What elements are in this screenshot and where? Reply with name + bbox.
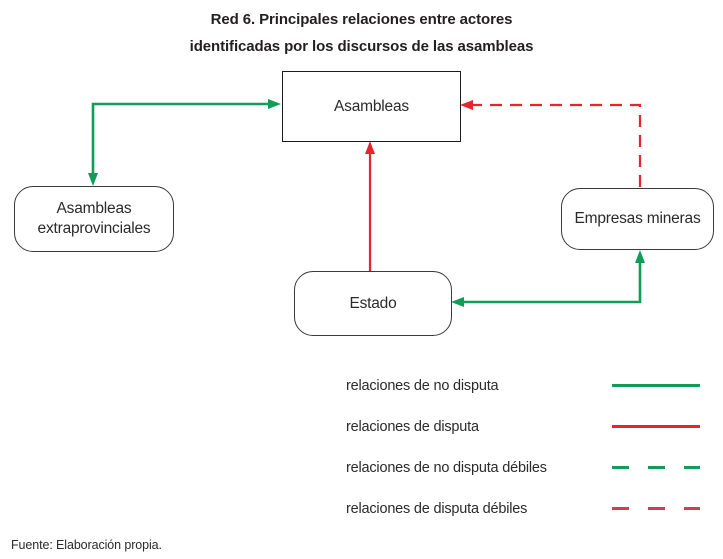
edge-asambleas-extraprovinciales-arrowhead-right — [268, 99, 281, 109]
node-empresas-mineras: Empresas mineras — [561, 188, 714, 250]
edge-empresas-estado-arrowhead-up — [635, 250, 645, 263]
legend-item-label: relaciones de no disputa débiles — [346, 459, 547, 476]
legend-item: relaciones de no disputa — [346, 365, 700, 406]
figure-title-line2: identificadas por los discursos de las a… — [189, 38, 534, 55]
legend-item: relaciones de disputa — [346, 406, 700, 447]
node-asambleas: Asambleas — [282, 71, 461, 142]
legend-line-solid-red — [612, 425, 700, 428]
legend-item-label: relaciones de disputa — [346, 418, 479, 435]
node-asambleas-label: Asambleas — [334, 97, 409, 115]
legend-item: relaciones de no disputa débiles — [346, 447, 700, 488]
edge-asambleas-extraprovinciales-arrowhead-down — [88, 173, 98, 186]
footer-source: Fuente: Elaboración propia. — [11, 538, 162, 552]
node-asambleas-extraprovinciales-label: Asambleas extraprovinciales — [37, 200, 151, 237]
legend-item: relaciones de disputa débiles — [346, 488, 700, 529]
legend-line-dashed-green — [612, 466, 700, 469]
legend-item-label: relaciones de disputa débiles — [346, 500, 528, 517]
node-estado-label: Estado — [349, 294, 397, 312]
figure-title: Red 6. Principales relaciones entre acto… — [0, 6, 723, 60]
edge-empresas-asambleas-line — [473, 103, 642, 187]
edge-empresas-estado-line — [463, 263, 642, 304]
edge-estado-asambleas-arrowhead-up — [365, 141, 375, 154]
node-asambleas-extraprovinciales: Asambleas extraprovinciales — [14, 186, 174, 252]
edge-empresas-asambleas-arrowhead-left — [460, 100, 473, 110]
legend-line-dashed-red — [612, 507, 700, 510]
legend-line-solid-green — [612, 384, 700, 387]
edge-asambleas-extraprovinciales-line — [91, 102, 269, 176]
legend-item-label: relaciones de no disputa — [346, 377, 499, 394]
legend: relaciones de no disputa relaciones de d… — [346, 365, 700, 529]
node-empresas-mineras-label: Empresas mineras — [574, 210, 701, 227]
figure-title-line1: Red 6. Principales relaciones entre acto… — [210, 11, 513, 28]
edge-empresas-estado-arrowhead-left — [451, 297, 464, 307]
node-estado: Estado — [294, 271, 452, 336]
